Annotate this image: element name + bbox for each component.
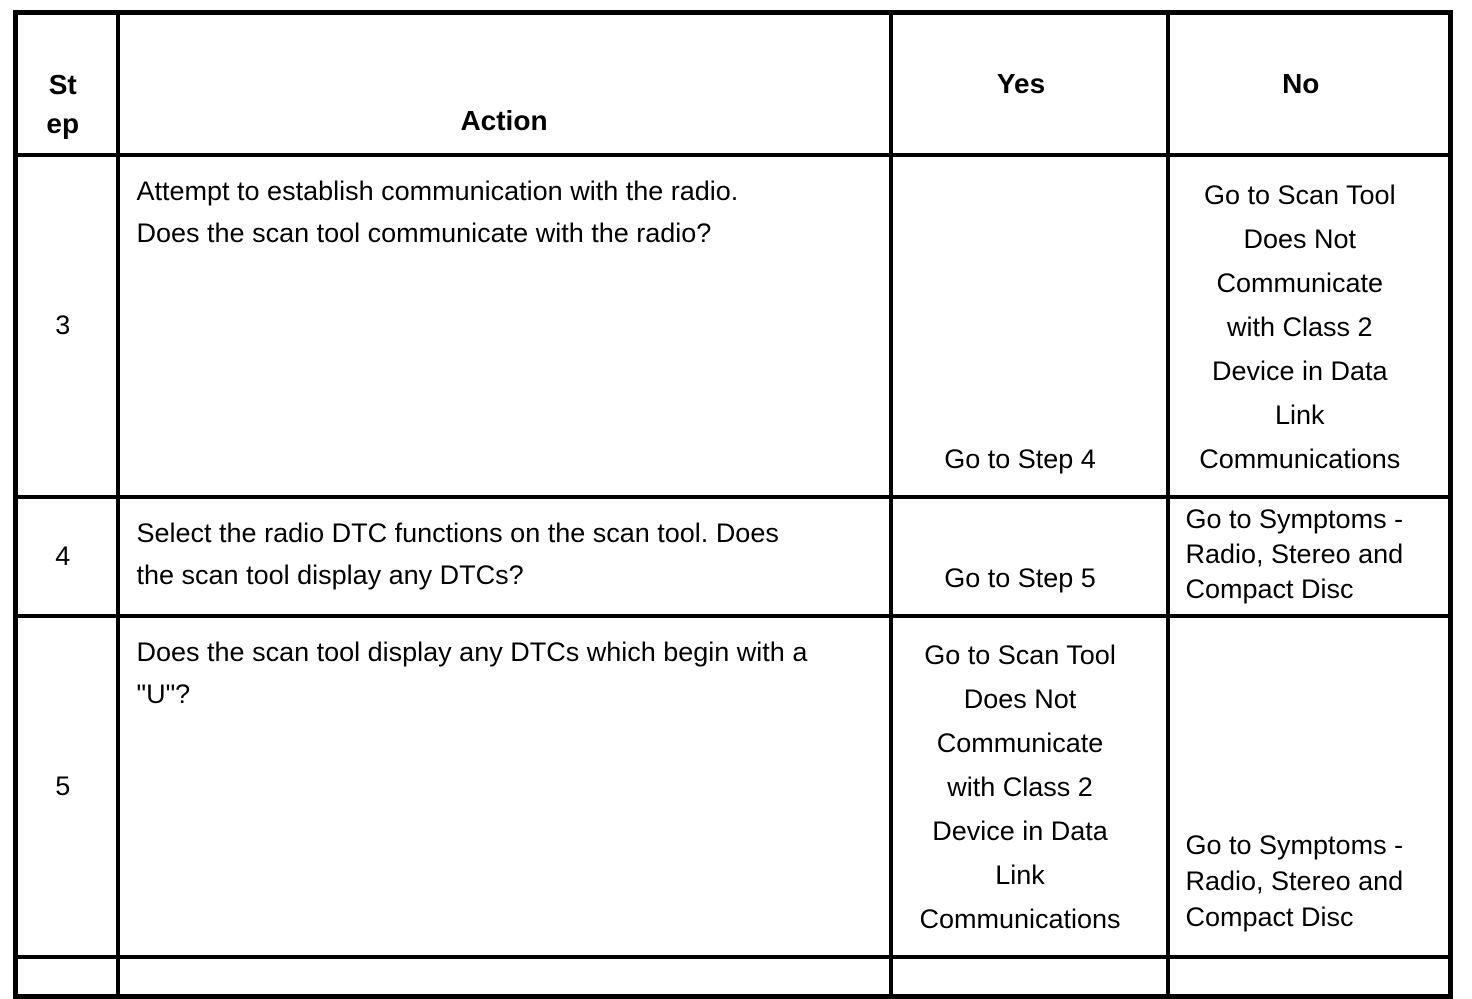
no-cell: Go to Scan Tool Does Not Communicate wit…	[1165, 152, 1453, 499]
table-row-partial	[13, 954, 1453, 999]
table-row-step-3: 3 Attempt to establish communication wit…	[13, 152, 1453, 499]
yes-link-text-line: Does Not	[963, 683, 1077, 714]
header-row: St ep Action Yes No	[13, 10, 1453, 157]
action-text-line: "U"?	[136, 678, 191, 709]
no-cell: Go to Symptoms - Radio, Stereo and Compa…	[1165, 494, 1453, 618]
yes-link-text-line: Communications	[919, 903, 1121, 934]
no-cell-empty	[1165, 954, 1453, 999]
yes-link-text-line: Communicate	[936, 727, 1104, 758]
no-link-text-line: Does Not	[1243, 223, 1357, 254]
action-column-header: Action	[115, 10, 893, 157]
table-row-step-4: 4 Select the radio DTC functions on the …	[13, 494, 1453, 618]
action-cell: Select the radio DTC functions on the sc…	[115, 494, 893, 618]
step-header-line: St	[48, 68, 77, 100]
step-number: 4	[13, 494, 120, 618]
yes-column-header: Yes	[888, 10, 1170, 157]
no-link-text-line: Go to Scan Tool	[1203, 179, 1396, 210]
step-column-header: St ep	[13, 10, 120, 157]
step-number: 3	[13, 152, 120, 499]
yes-link-text-line: Device in Data	[932, 815, 1108, 846]
yes-cell-empty	[888, 954, 1170, 999]
no-link-text-line: Go to Symptoms -	[1185, 829, 1404, 860]
no-cell: Go to Symptoms - Radio, Stereo and Compa…	[1165, 613, 1453, 959]
no-link-text-line: Radio, Stereo and	[1185, 865, 1404, 896]
yes-link-text-line: Link	[995, 859, 1045, 890]
yes-cell: Go to Scan Tool Does Not Communicate wit…	[888, 613, 1170, 959]
action-text-line: Does the scan tool display any DTCs whic…	[136, 636, 808, 667]
no-link-text-line: Communicate	[1216, 267, 1384, 298]
table-row-step-5: 5 Does the scan tool display any DTCs wh…	[13, 613, 1453, 959]
step-header-line: ep	[46, 107, 80, 139]
no-link-text-line: Communications	[1199, 443, 1401, 474]
action-cell: Attempt to establish communication with …	[115, 152, 893, 499]
action-cell-empty	[115, 954, 893, 999]
no-link-text-line: Compact Disc	[1185, 573, 1354, 604]
step-number-empty	[13, 954, 120, 999]
no-link-text-line: Device in Data	[1211, 355, 1388, 386]
no-link-text-line: Go to Symptoms -	[1185, 503, 1404, 534]
yes-link-text-line: Go to Scan Tool	[924, 639, 1116, 670]
yes-cell: Go to Step 4	[888, 152, 1170, 499]
yes-link-text: Go to Step 4	[944, 443, 1096, 474]
action-text-line: the scan tool display any DTCs?	[136, 559, 524, 590]
yes-link-text-line: with Class 2	[947, 771, 1093, 802]
step-number: 5	[13, 613, 120, 959]
no-link-text-line: Radio, Stereo and	[1185, 538, 1404, 569]
yes-cell: Go to Step 5	[888, 494, 1170, 618]
action-text-line: Does the scan tool communicate with the …	[136, 217, 712, 248]
action-cell: Does the scan tool display any DTCs whic…	[115, 613, 893, 959]
no-link-text-line: Link	[1274, 399, 1325, 430]
no-link-text-line: Compact Disc	[1185, 901, 1354, 932]
action-text-line: Attempt to establish communication with …	[136, 175, 739, 206]
action-text-line: Select the radio DTC functions on the sc…	[136, 517, 779, 548]
no-column-header: No	[1165, 10, 1453, 157]
no-link-text-line: with Class 2	[1226, 311, 1373, 342]
yes-link-text: Go to Step 5	[944, 562, 1096, 593]
diagnostic-table: St ep Action Yes No 3 Attempt to establi…	[13, 10, 1453, 999]
